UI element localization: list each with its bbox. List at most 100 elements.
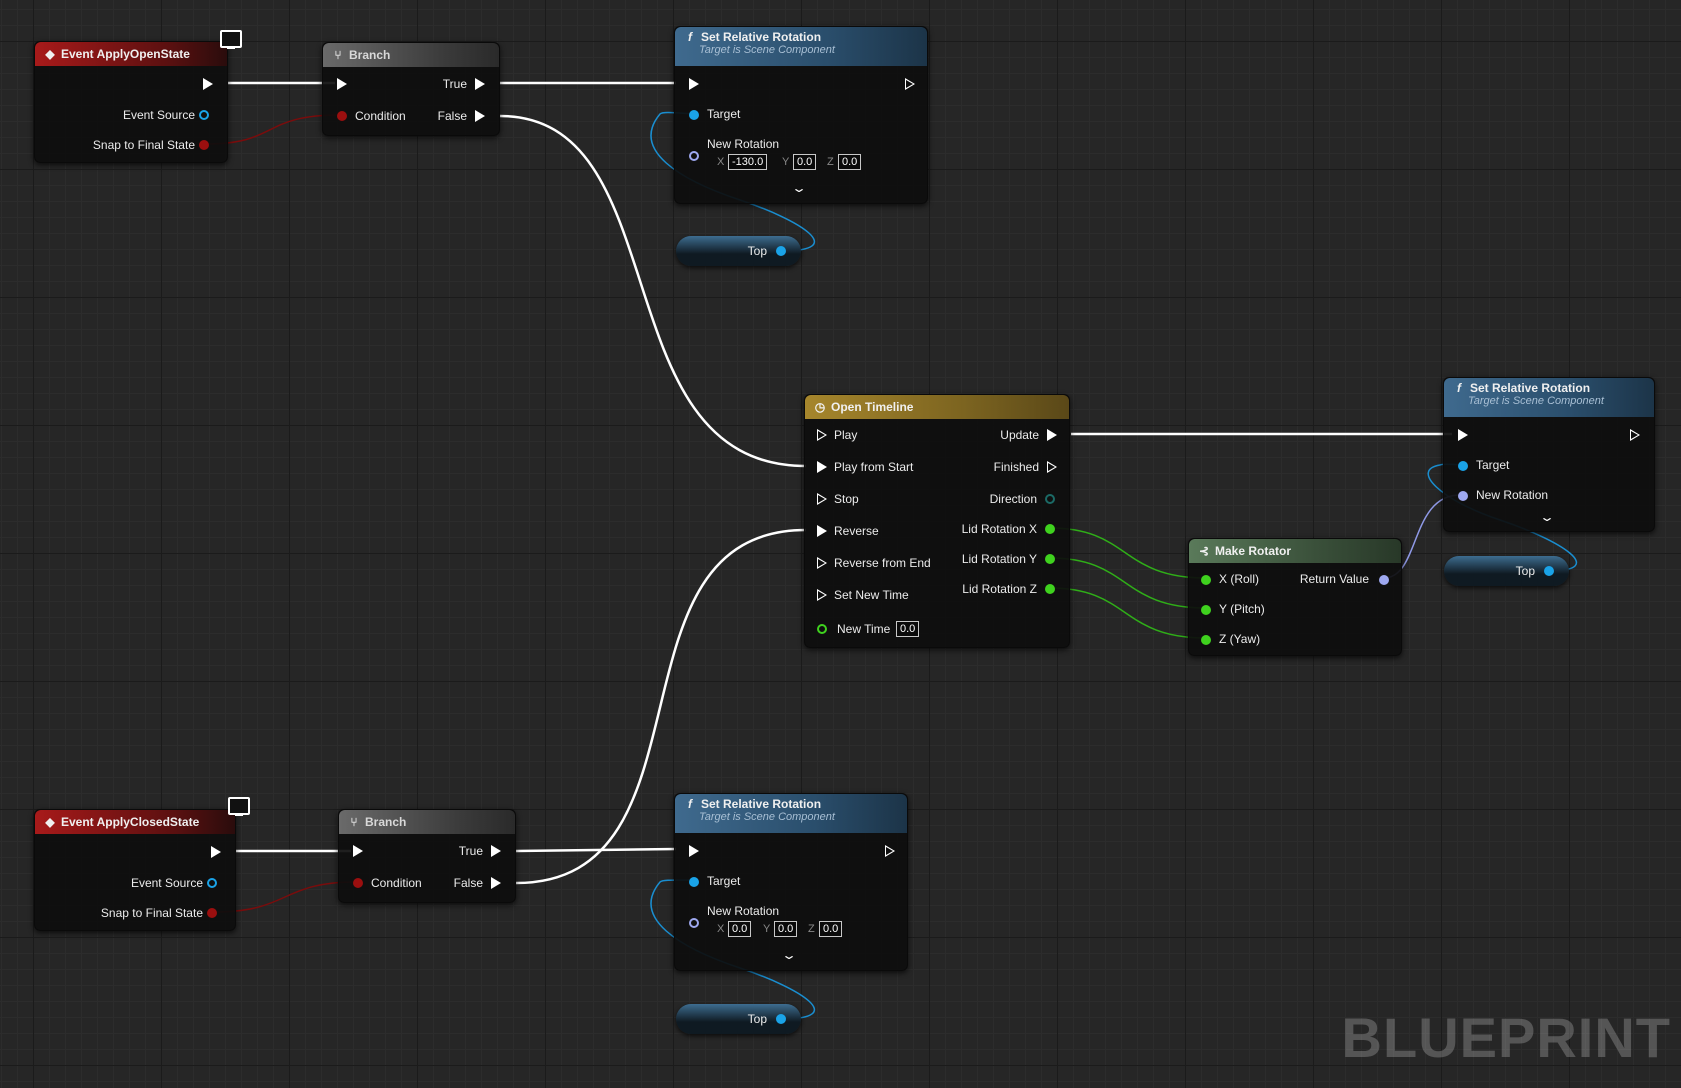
true-exec-pin[interactable]	[475, 78, 485, 90]
target-pin[interactable]	[689, 110, 699, 120]
reverse-from-end-pin[interactable]	[817, 557, 827, 569]
wire-bool	[213, 881, 357, 913]
top-variable-pin[interactable]	[776, 246, 786, 256]
target-pin[interactable]	[689, 877, 699, 887]
top-variable-label: Top	[747, 1012, 767, 1026]
new-rotation-pin[interactable]	[689, 151, 699, 161]
branch-node-closed[interactable]: ⑂Branch True Condition False	[338, 809, 516, 903]
update-label: Update	[1000, 428, 1039, 442]
pitch-pin[interactable]	[1201, 605, 1211, 615]
false-exec-pin[interactable]	[491, 877, 501, 889]
expand-chevron-icon[interactable]: ⌄	[1538, 510, 1556, 524]
reverse-pin[interactable]	[817, 525, 827, 537]
play-from-start-pin[interactable]	[817, 461, 827, 473]
exec-out-pin[interactable]	[1630, 429, 1640, 441]
exec-out-pin[interactable]	[905, 78, 915, 90]
true-exec-pin[interactable]	[491, 845, 501, 857]
new-rotation-label: New Rotation	[1476, 488, 1549, 502]
target-pin[interactable]	[1458, 461, 1468, 471]
exec-in-pin[interactable]	[689, 845, 699, 857]
function-title: Set Relative Rotation	[701, 30, 822, 44]
lid-rotation-x-label: Lid Rotation X	[961, 522, 1037, 536]
open-timeline-node[interactable]: ◷Open Timeline Play Play from Start Stop…	[804, 394, 1070, 648]
event-node-title: Event ApplyClosedState	[61, 815, 200, 829]
expand-chevron-icon[interactable]: ⌄	[780, 948, 798, 962]
stop-pin[interactable]	[817, 493, 827, 505]
new-rotation-pin[interactable]	[689, 918, 699, 928]
target-label: Target	[1476, 458, 1510, 472]
wire-float	[1049, 527, 1207, 579]
condition-pin[interactable]	[337, 111, 347, 121]
event-source-label: Event Source	[122, 108, 195, 122]
blueprint-watermark: BLUEPRINT	[1341, 1006, 1671, 1069]
rotation-y-field[interactable]: 0.0	[793, 154, 817, 170]
wire-exec	[499, 114, 807, 468]
snap-final-state-label: Snap to Final State	[92, 138, 195, 152]
z-axis-label: Z	[827, 156, 834, 168]
rotation-x-field[interactable]: 0.0	[728, 921, 752, 937]
lid-rotation-y-label: Lid Rotation Y	[961, 552, 1037, 566]
top-variable-node[interactable]: Top	[1444, 556, 1569, 586]
new-time-field[interactable]: 0.0	[896, 621, 920, 637]
event-source-pin[interactable]	[199, 110, 209, 120]
return-value-pin[interactable]	[1379, 575, 1389, 585]
top-variable-node[interactable]: Top	[676, 236, 801, 266]
branch-header: ⑂Branch	[339, 810, 515, 834]
yaw-pin[interactable]	[1201, 635, 1211, 645]
exec-in-pin[interactable]	[353, 845, 363, 857]
new-rotation-label: New Rotation	[707, 904, 780, 918]
function-icon: f	[1457, 381, 1461, 395]
branch-node-open[interactable]: ⑂Branch True Condition False	[322, 42, 500, 136]
roll-pin[interactable]	[1201, 575, 1211, 585]
expand-chevron-icon[interactable]: ⌄	[790, 181, 808, 195]
exec-out-pin[interactable]	[211, 846, 221, 858]
lid-rotation-z-pin[interactable]	[1045, 584, 1055, 594]
new-rotation-pin[interactable]	[1458, 491, 1468, 501]
snap-final-state-label: Snap to Final State	[100, 906, 203, 920]
function-icon: f	[688, 797, 692, 811]
rotation-y-field[interactable]: 0.0	[774, 921, 798, 937]
top-variable-label: Top	[1515, 564, 1535, 578]
function-title: Set Relative Rotation	[701, 797, 822, 811]
condition-label: Condition	[371, 876, 422, 890]
rotation-z-field[interactable]: 0.0	[819, 921, 843, 937]
top-variable-pin[interactable]	[776, 1014, 786, 1024]
exec-out-pin[interactable]	[203, 78, 213, 90]
exec-in-pin[interactable]	[337, 78, 347, 90]
snap-final-state-pin[interactable]	[207, 908, 217, 918]
condition-label: Condition	[355, 109, 406, 123]
yaw-label: Z (Yaw)	[1219, 632, 1261, 646]
false-exec-pin[interactable]	[475, 110, 485, 122]
wire-exec	[515, 847, 677, 853]
exec-in-pin[interactable]	[1458, 429, 1468, 441]
true-label: True	[458, 844, 483, 858]
snap-final-state-pin[interactable]	[199, 140, 209, 150]
direction-pin[interactable]	[1045, 494, 1055, 504]
condition-pin[interactable]	[353, 878, 363, 888]
exec-in-pin[interactable]	[689, 78, 699, 90]
lid-rotation-y-pin[interactable]	[1045, 554, 1055, 564]
event-source-pin[interactable]	[207, 878, 217, 888]
set-new-time-pin[interactable]	[817, 589, 827, 601]
top-variable-node[interactable]: Top	[676, 1004, 801, 1034]
rotation-x-field[interactable]: -130.0	[728, 154, 768, 170]
make-rotator-node[interactable]: ⊰Make Rotator X (Roll) Y (Pitch) Z (Yaw)…	[1188, 538, 1402, 656]
play-pin[interactable]	[817, 429, 827, 441]
exec-out-pin[interactable]	[885, 845, 895, 857]
make-rotator-header: ⊰Make Rotator	[1189, 539, 1401, 563]
finished-pin[interactable]	[1047, 461, 1057, 473]
new-time-pin[interactable]	[817, 624, 827, 634]
update-pin[interactable]	[1047, 429, 1057, 441]
lid-rotation-x-pin[interactable]	[1045, 524, 1055, 534]
rotation-z-field[interactable]: 0.0	[838, 154, 862, 170]
branch-header: ⑂Branch	[323, 43, 499, 67]
event-apply-open-state-node[interactable]: ◆Event ApplyOpenState Event Source Snap …	[34, 41, 228, 163]
x-axis-label: X	[717, 156, 725, 168]
branch-icon: ⑂	[350, 815, 358, 829]
top-variable-pin[interactable]	[1544, 566, 1554, 576]
event-apply-closed-state-node[interactable]: ◆Event ApplyClosedState Event Source Sna…	[34, 809, 236, 931]
